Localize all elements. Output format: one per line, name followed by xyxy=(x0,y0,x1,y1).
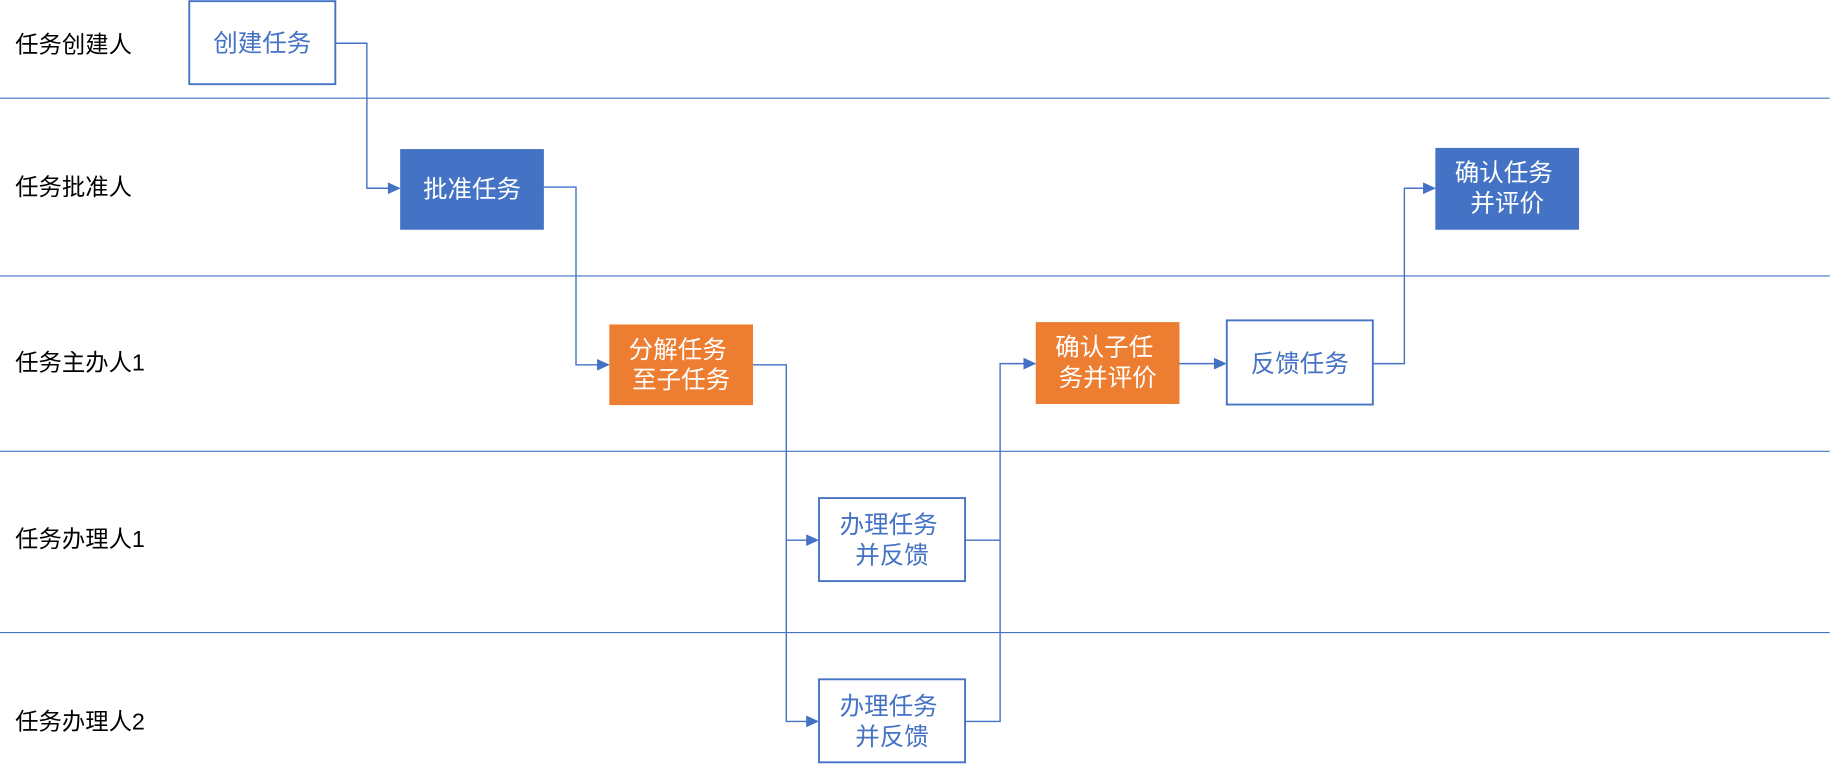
node-create-task: 创建任务 xyxy=(188,0,337,86)
node-create-task-label: 创建任务 xyxy=(213,29,311,57)
connector-feedback-to-confirm-task xyxy=(1372,187,1426,365)
lane-label-handler-2: 任务办理人2 xyxy=(15,709,145,735)
node-handle-task-1-line-1: 办理任务 xyxy=(840,511,938,539)
node-confirm-task: 确认任务 并评价 xyxy=(1435,147,1580,230)
node-split-task-line-1: 分解任务 xyxy=(629,336,727,364)
node-approve-task-box xyxy=(400,149,544,230)
arrowhead-handle-2 xyxy=(806,715,820,728)
node-confirm-task-box xyxy=(1435,147,1580,230)
node-split-task-box xyxy=(609,324,754,406)
node-handle-task-2-box xyxy=(818,678,967,764)
connector-create-to-approve xyxy=(335,42,391,189)
arrowhead-confirm-subtask xyxy=(1023,357,1037,370)
node-split-task: 分解任务 至子任务 xyxy=(609,324,754,406)
node-confirm-task-line-1: 确认任务 xyxy=(1455,159,1553,187)
node-confirm-subtask: 确认子任 务并评价 xyxy=(1035,322,1180,404)
node-confirm-task-label: 确认任务 并评价 xyxy=(1455,159,1560,217)
node-confirm-subtask-label: 确认子任 务并评价 xyxy=(1055,333,1160,391)
node-split-task-line-2: 至子任务 xyxy=(632,366,730,394)
arrowhead-split xyxy=(597,358,610,371)
node-approve-task-label: 批准任务 xyxy=(423,176,521,204)
node-feedback-task: 反馈任务 xyxy=(1225,319,1374,406)
arrowhead-handle-1 xyxy=(806,534,820,547)
connector-approve-to-split xyxy=(543,186,600,366)
node-approve-task: 批准任务 xyxy=(400,149,544,230)
node-handle-task-1-line-2: 并反馈 xyxy=(855,542,929,570)
lane-label-approver: 任务批准人 xyxy=(15,174,132,200)
node-handle-task-2-line-2: 并反馈 xyxy=(855,723,929,751)
connector-handle-2-to-confirm-subtask xyxy=(965,362,1026,723)
node-handle-task-2-label: 办理任务 并反馈 xyxy=(840,692,945,750)
connector-split-to-handle-2 xyxy=(752,364,809,723)
node-confirm-subtask-line-1: 确认子任 xyxy=(1055,333,1153,361)
node-confirm-task-line-2: 并评价 xyxy=(1470,190,1544,218)
node-handle-task-1-box xyxy=(818,497,967,583)
arrowhead-confirm-task xyxy=(1423,182,1436,195)
node-confirm-subtask-box xyxy=(1035,322,1180,404)
lane-label-creator: 任务创建人 xyxy=(15,32,132,58)
node-handle-task-1: 办理任务 并反馈 xyxy=(818,497,967,583)
node-create-task-box xyxy=(188,0,337,86)
node-feedback-task-label: 反馈任务 xyxy=(1251,350,1349,378)
node-feedback-task-box xyxy=(1225,319,1374,406)
lane-label-lead-handler: 任务主办人1 xyxy=(15,350,145,376)
node-confirm-subtask-line-2: 务并评价 xyxy=(1059,364,1157,392)
node-handle-task-2-line-1: 办理任务 xyxy=(840,692,938,720)
node-split-task-label: 分解任务 至子任务 xyxy=(629,336,734,394)
node-handle-task-1-label: 办理任务 并反馈 xyxy=(840,511,945,569)
node-handle-task-2: 办理任务 并反馈 xyxy=(818,678,967,764)
lane-label-handler-1: 任务办理人1 xyxy=(15,526,145,552)
arrowhead-feedback xyxy=(1213,357,1227,370)
arrowhead-approve xyxy=(387,182,401,195)
